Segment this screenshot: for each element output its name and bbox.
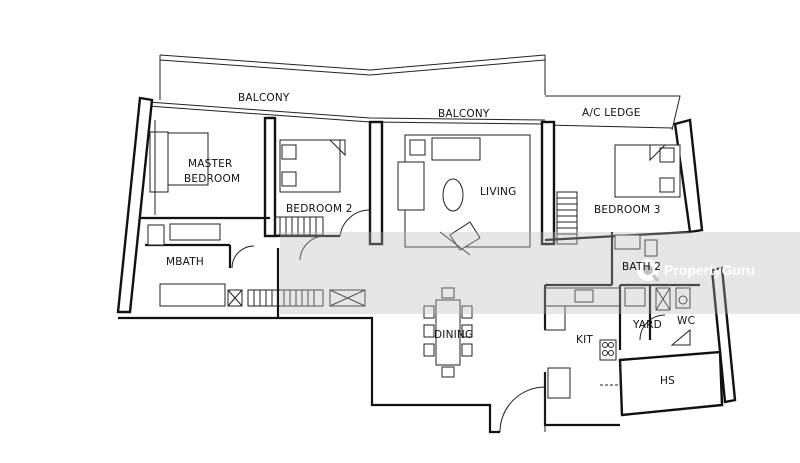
master-bedroom [149, 120, 209, 215]
bedroom-3 [556, 144, 681, 245]
bedroom3-label: BEDROOM 3 [594, 204, 661, 216]
dining-label: DINING [434, 329, 473, 341]
wc-label: WC [677, 315, 695, 327]
master-bedroom-label-1: MASTER [188, 158, 232, 170]
propertyguru-logo-icon [637, 259, 660, 282]
yard-label: YARD [632, 319, 662, 331]
dining-area [423, 287, 473, 378]
mbath-label: MBATH [166, 256, 204, 268]
balcony-mid-label: BALCONY [438, 108, 490, 120]
master-bath [147, 223, 255, 307]
corridor-shelving [247, 289, 366, 307]
bedroom3-wardrobe [556, 191, 578, 245]
watermark-brand-text: PropertyGuru [664, 262, 755, 278]
watermark: PropertyGuru [280, 232, 800, 314]
bedroom-2 [274, 139, 371, 261]
living-label: LIVING [480, 186, 516, 198]
bedroom2-wardrobe [274, 216, 324, 236]
hs-label: HS [660, 375, 675, 387]
ac-ledge-label: A/C LEDGE [582, 107, 641, 119]
bath-2 [614, 234, 658, 257]
bedroom2-label: BEDROOM 2 [286, 203, 353, 215]
bath2-label: BATH 2 [622, 261, 661, 273]
kitchen [544, 287, 621, 386]
kit-label: KIT [576, 334, 593, 346]
master-bedroom-label-2: BEDROOM [184, 173, 240, 185]
room-labels: BALCONY BALCONY A/C LEDGE MASTER BEDROOM… [166, 92, 695, 387]
entry-door [499, 367, 571, 433]
yard-wc [624, 287, 691, 346]
living-area [397, 134, 531, 256]
balcony-left-label: BALCONY [238, 92, 290, 104]
